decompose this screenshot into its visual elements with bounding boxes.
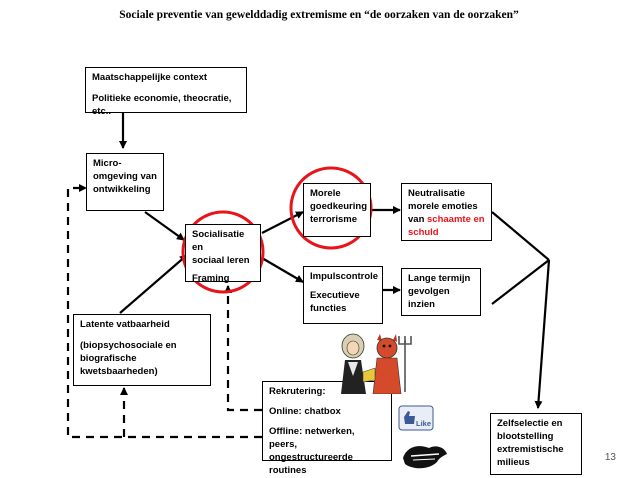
box-rekrutering: Rekrutering: Online: chatbox Offline: ne…: [262, 381, 392, 476]
box-text: Executieve: [310, 290, 360, 301]
box-text: terrorisme: [310, 214, 357, 225]
box-text: Micro-: [93, 158, 122, 169]
box-text: milieus: [497, 457, 530, 468]
line-junction-to-zelfselectie: [534, 259, 551, 409]
box-text: ontwikkeling: [93, 184, 151, 195]
like-label: Like: [416, 419, 431, 428]
dashed-loop-socialisatie: [224, 285, 262, 412]
box-maatschappelijke-context: Maatschappelijke context Politieke econo…: [85, 67, 247, 117]
box-text: extremistische: [497, 444, 564, 455]
red-text-schaamte: schaamte en: [427, 214, 485, 225]
box-impulscontrole: Impulscontrole Executieve functies: [303, 266, 383, 324]
box-text: goedkeuring: [310, 201, 368, 212]
arrow-socialisatie-to-impuls: [261, 257, 304, 283]
box-neutralisatie: Neutralisatie morele emoties van schaamt…: [401, 183, 492, 241]
box-morele-goedkeuring: Morele goedkeuring terrorisme: [303, 183, 371, 237]
box-text: kwetsbaarheden): [80, 366, 158, 377]
box-text: Lange termijn: [408, 273, 471, 284]
box-text: blootstelling: [497, 431, 554, 442]
facebook-like-icon: Like: [398, 405, 434, 431]
cartoon-figures-image: [341, 333, 412, 394]
line-neutralisatie-to-junction: [491, 211, 550, 261]
box-lange-termijn: Lange termijn gevolgen inzien: [401, 268, 481, 316]
box-text: Impulscontrole: [310, 271, 379, 282]
highlight-circle-morele: [289, 166, 373, 250]
box-latente-vatbaarheid: Latente vatbaarheid (biopsychosociale en…: [73, 314, 211, 386]
box-text: functies: [310, 303, 347, 314]
line-lange-to-junction: [491, 259, 550, 305]
box-text: gevolgen: [408, 286, 450, 297]
highlight-circle-socialisatie: [181, 210, 265, 294]
box-text: Maatschappelijke context: [92, 72, 208, 83]
box-micro-omgeving: Micro- omgeving van ontwikkeling: [86, 153, 164, 211]
box-text: Morele: [310, 188, 341, 199]
box-text: ongestructureerde routines: [269, 452, 353, 476]
box-text: Socialisatie en: [192, 229, 245, 253]
slide-title: Sociale preventie van gewelddadig extrem…: [119, 9, 519, 21]
box-text-part: van: [408, 214, 428, 225]
box-text: van schaamte en: [408, 213, 485, 226]
box-text: Latente vatbaarheid: [80, 319, 170, 330]
arrow-micro-to-socialisatie: [144, 211, 185, 241]
box-text: morele emoties: [408, 201, 478, 212]
box-text: Neutralisatie: [408, 188, 466, 199]
box-text: Zelfselectie en: [497, 418, 563, 429]
box-text: sociaal leren: [192, 255, 250, 266]
box-text: biografische: [80, 353, 137, 364]
black-flag-bird-icon: [403, 446, 447, 469]
box-text: Framing: [192, 273, 230, 284]
box-text: Online: chatbox: [269, 406, 341, 417]
red-text-schuld: schuld: [408, 227, 439, 238]
box-text: omgeving van: [93, 171, 157, 182]
dashed-loop-outer: [66, 184, 262, 439]
box-text: Politieke economie, theocratie, etc..: [92, 93, 232, 117]
arrow-socialisatie-to-morele: [261, 211, 304, 234]
page-number: 13: [604, 452, 616, 463]
arrow-latente-to-socialisatie: [119, 254, 188, 314]
box-text: Offline: netwerken, peers,: [269, 426, 355, 450]
box-socialisatie: Socialisatie en sociaal leren Framing: [185, 224, 261, 284]
box-text: inzien: [408, 299, 435, 310]
box-text: Rekrutering:: [269, 386, 326, 397]
box-zelfselectie: Zelfselectie en blootstelling extremisti…: [490, 413, 582, 475]
box-text: (biopsychosociale en: [80, 340, 177, 351]
